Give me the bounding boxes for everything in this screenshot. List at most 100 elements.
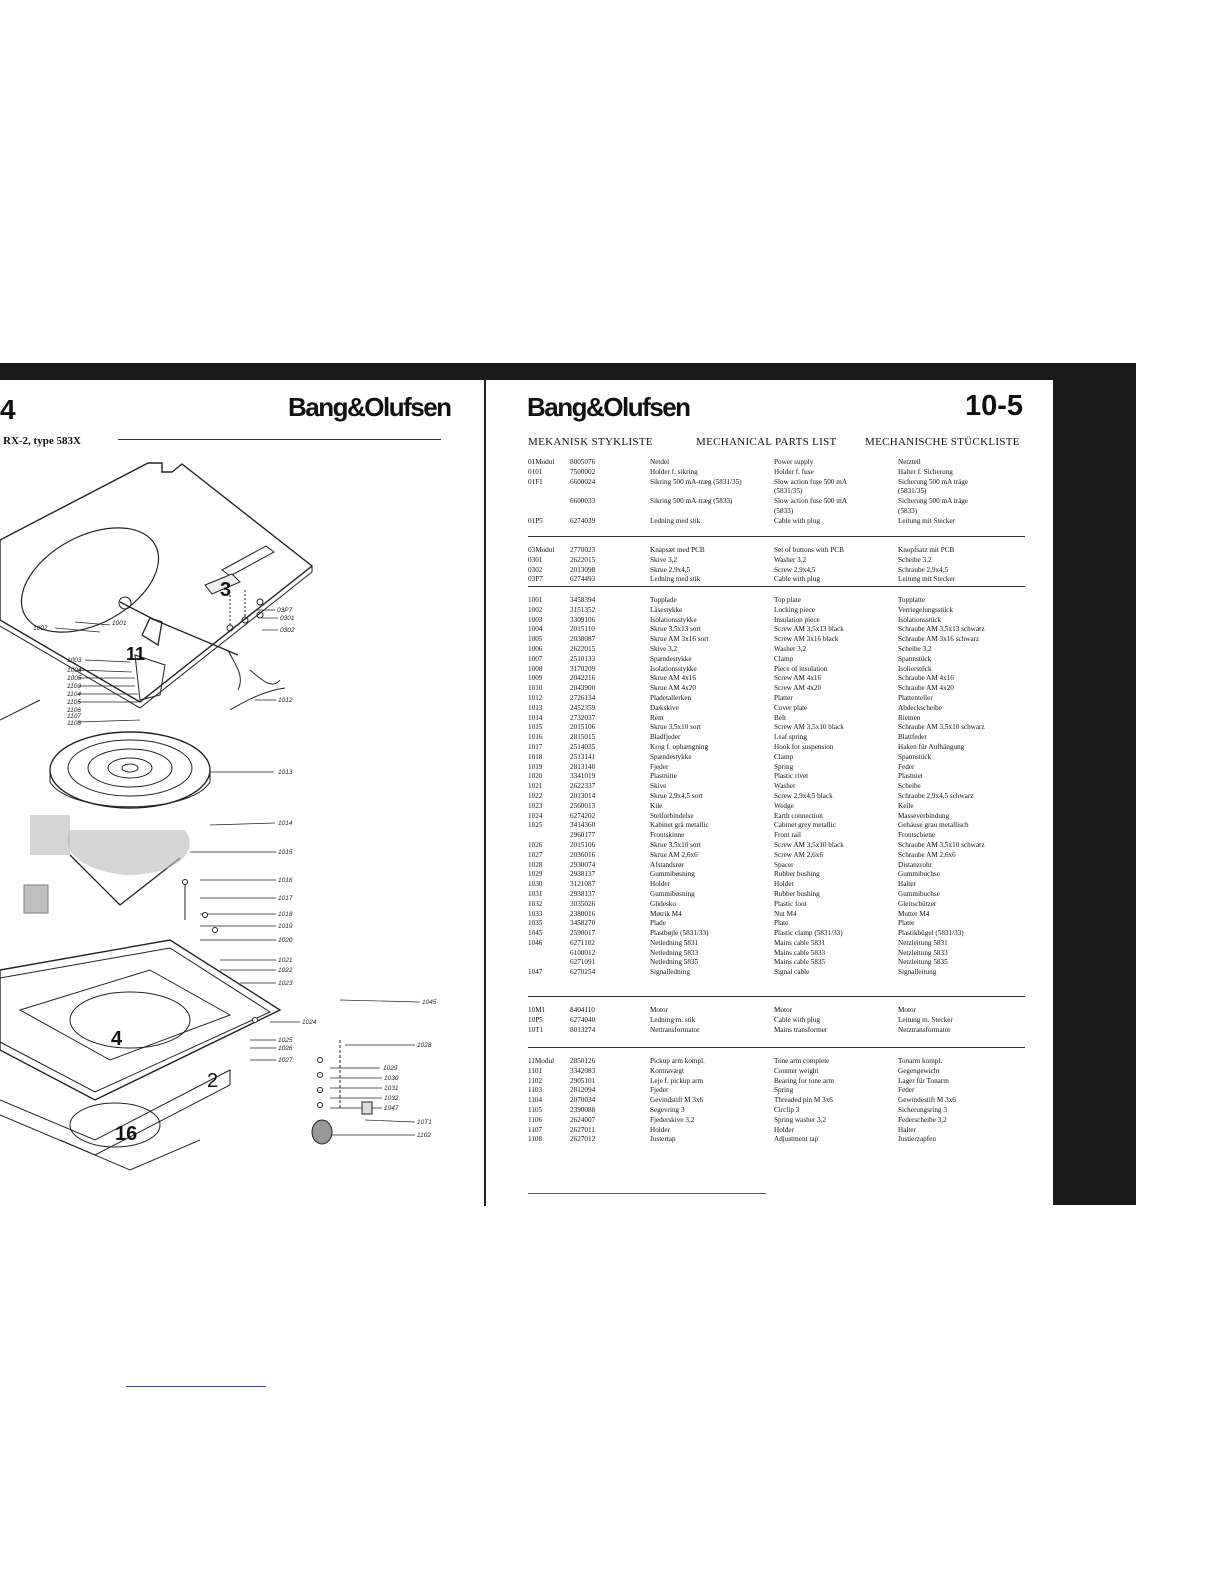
cell-da: Ledning med stik (650, 516, 701, 525)
cell-no: 2013014 (570, 791, 596, 800)
cell-da: Låsestykke (650, 605, 683, 614)
cell-en: Spacer (774, 860, 794, 869)
cell-en: Counter weight (774, 1066, 819, 1075)
cell-no: 7500002 (570, 467, 596, 476)
cell-da: Netledning 5835 (650, 958, 699, 967)
cell-no: 2043900 (570, 684, 596, 693)
cell-de: Plastikbügel (5831/33) (898, 929, 964, 938)
cell-en: Plate (774, 919, 789, 928)
cell-de: Feder (898, 1086, 915, 1095)
part-label: 1031 (384, 1085, 399, 1092)
cell-pos: 1047 (528, 968, 543, 977)
part-label: 1106 (67, 707, 81, 714)
cell-de: Distanzrohr (898, 860, 932, 869)
cell-en: (5831/35) (774, 487, 803, 496)
part-label: 1105 (67, 699, 81, 706)
button-block (204, 573, 241, 595)
cell-da: Plade (650, 919, 666, 928)
cell-de: Spannstück (898, 752, 932, 761)
part-label: 1025 (278, 1037, 293, 1044)
cell-da: Holder (650, 1125, 670, 1134)
cell-pos: 1004 (528, 625, 543, 634)
cell-pos: 1009 (528, 674, 543, 683)
cell-da: Frontskinne (650, 831, 685, 840)
part-label: 10T1 (417, 1119, 432, 1126)
cell-pos: 1101 (528, 1066, 543, 1075)
cell-pos: 1030 (528, 880, 543, 889)
cell-en: Cable with plug (774, 516, 820, 525)
exploded-diagram: 3 11 4 2 16 03P7 0301 0302 1001 1002 100… (0, 462, 437, 1171)
table-row: (5833)(5833) (528, 507, 1025, 517)
cell-pos: 1105 (528, 1105, 543, 1114)
cell-en: Adjustment tap (774, 1135, 819, 1144)
cell-da: Stelforbindelse (650, 811, 694, 820)
cell-pos: 1010 (528, 684, 543, 693)
cell-da: Skrue AM 4x20 (650, 684, 696, 693)
cell-de: Gehäuse grau metallisch (898, 821, 969, 830)
cell-de: Netzleitung 5833 (898, 948, 948, 957)
cell-de: Blattfeder (898, 733, 927, 742)
cell-pos: 0301 (528, 555, 543, 564)
cell-no: 2960177 (570, 831, 596, 840)
cell-da: Skrue AM 3x16 sort (650, 635, 709, 644)
cell-da: Spændestykke (650, 752, 692, 761)
cell-no: 2726134 (570, 693, 596, 702)
cell-da: Bladfjeder (650, 733, 681, 742)
part-label: 1017 (278, 895, 293, 902)
cell-de: (5831/35) (898, 487, 927, 496)
cell-no: 6274039 (570, 516, 596, 525)
cell-en: Wedge (774, 801, 794, 810)
cell-no: 8005076 (570, 458, 596, 466)
cell-da: Spændestykke (650, 654, 692, 663)
cell-en: Cover plate (774, 703, 808, 712)
cell-de: Platte (898, 919, 915, 928)
cell-en: Bearing for tone arm (774, 1076, 835, 1085)
cell-da: Justertap (650, 1135, 676, 1144)
cell-en: Screw 2,9x4,5 black (774, 791, 833, 800)
arm-cable (227, 649, 286, 711)
cell-de: Halter (898, 880, 916, 889)
cell-da: Holder f. sikring (650, 467, 698, 476)
cell-en: Cable with plug (774, 1015, 820, 1024)
cell-pos: 1028 (528, 860, 543, 869)
cell-en: Tone arm complete (774, 1057, 830, 1065)
part-label: 1022 (278, 967, 293, 974)
cell-en: Mains transformer (774, 1025, 828, 1034)
part-label: 1021 (278, 957, 293, 964)
cell-pos: 10P5 (528, 1015, 543, 1024)
cell-pos: 1012 (528, 693, 543, 702)
cell-da: Rem (650, 713, 664, 722)
cell-pos: 0302 (528, 565, 543, 574)
cell-en: Screw AM 4x16 (774, 674, 822, 683)
part-label: 1002 (33, 625, 48, 632)
cell-no: 6600024 (570, 477, 596, 486)
cell-de: Mutter M4 (898, 909, 930, 918)
cell-no: 2070034 (570, 1096, 596, 1105)
cell-en: Belt (774, 713, 786, 722)
cell-da: Skrue AM 2,6x6 (650, 850, 698, 859)
cell-da: Ledning med stik (650, 575, 701, 584)
part-labels: 03P7 0301 0302 1001 1002 1003 1004 1005 … (33, 607, 437, 1139)
cell-no: 2627012 (570, 1135, 596, 1144)
cell-pos: 1108 (528, 1135, 543, 1144)
group-divider (528, 586, 1025, 587)
cell-da: Netledning 5831 (650, 938, 699, 947)
cell-de: Schraube 2,9x4,5 (898, 565, 949, 574)
group-divider (528, 1047, 1025, 1048)
cell-de: Schraube AM 3,5x10 schwarz (898, 723, 985, 732)
cell-no: 2452359 (570, 703, 596, 712)
cell-da: Nettransformator (650, 1025, 700, 1034)
cell-no: 2732037 (570, 713, 596, 722)
cell-de: Knopfsatz mit PCB (898, 546, 955, 554)
header-english: MECHANICAL PARTS LIST (696, 436, 837, 448)
